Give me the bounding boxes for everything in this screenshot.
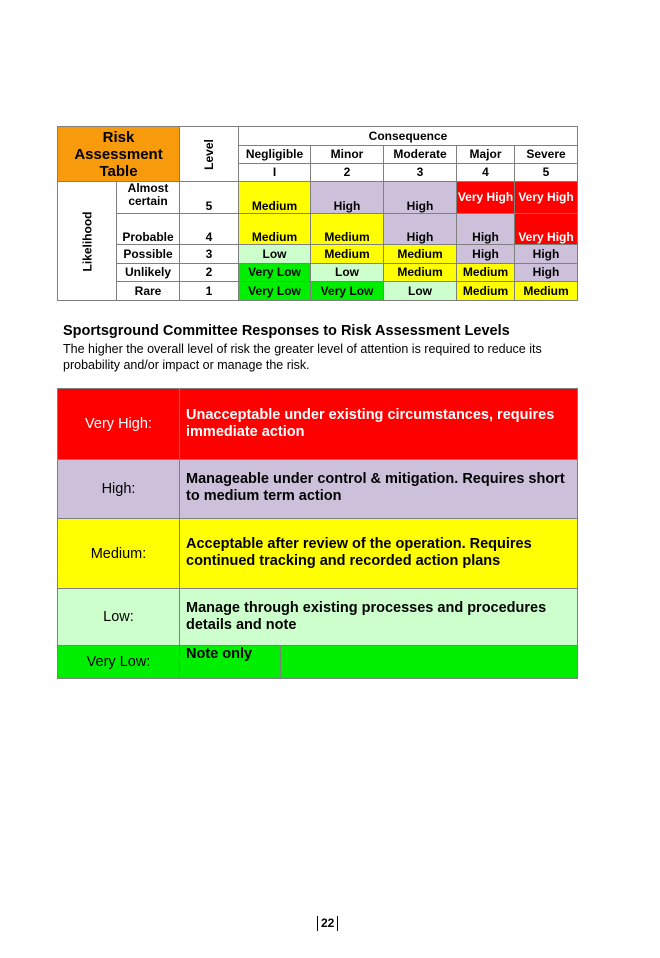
likelihood-level: 1 <box>179 281 240 301</box>
consequence-header: Consequence <box>238 126 579 146</box>
response-text: Acceptable after review of the operation… <box>179 518 578 589</box>
empty-cell <box>280 645 578 679</box>
risk-cell: Very Low <box>310 281 385 301</box>
likelihood-header: Likelihood <box>57 181 117 301</box>
risk-cell: High <box>514 244 579 264</box>
risk-cell: High <box>383 181 458 214</box>
risk-assessment-matrix: Risk Assessment Table Level Consequence … <box>56 126 579 301</box>
likelihood-label: Probable <box>115 213 181 245</box>
response-text: Note only <box>179 645 281 679</box>
likelihood-label: Almost certain <box>115 181 181 214</box>
consequence-moderate: Moderate <box>383 145 458 164</box>
risk-cell: High <box>456 213 516 245</box>
risk-cell: Medium <box>456 263 516 282</box>
risk-cell: Medium <box>310 213 385 245</box>
likelihood-level: 5 <box>179 181 240 214</box>
response-level: Low: <box>57 588 180 646</box>
response-row-very-low: Very Low: Note only <box>57 645 578 679</box>
likelihood-label: Unlikely <box>115 263 181 282</box>
response-level: Very High: <box>57 388 180 460</box>
response-row-high: High: Manageable under control & mitigat… <box>57 459 578 519</box>
consequence-level: 3 <box>383 163 458 182</box>
risk-cell: High <box>514 263 579 282</box>
risk-cell: Low <box>238 244 312 264</box>
risk-cell: Very High <box>514 181 579 214</box>
risk-cell: Medium <box>238 181 312 214</box>
response-text: Manage through existing processes and pr… <box>179 588 578 646</box>
risk-cell: Low <box>310 263 385 282</box>
consequence-minor: Minor <box>310 145 385 164</box>
consequence-level: 2 <box>310 163 385 182</box>
likelihood-level: 4 <box>179 213 240 245</box>
consequence-major: Major <box>456 145 516 164</box>
risk-cell: Very Low <box>238 263 312 282</box>
risk-cell: Very High <box>456 181 516 214</box>
risk-cell: High <box>383 213 458 245</box>
consequence-level: 4 <box>456 163 516 182</box>
risk-cell: Medium <box>383 244 458 264</box>
likelihood-label: Possible <box>115 244 181 264</box>
consequence-level: 5 <box>514 163 579 182</box>
risk-cell: Medium <box>514 281 579 301</box>
consequence-level: I <box>238 163 312 182</box>
risk-cell: Very High <box>514 213 579 245</box>
response-text: Manageable under control & mitigation. R… <box>179 459 578 519</box>
response-level: Medium: <box>57 518 180 589</box>
risk-cell: Low <box>383 281 458 301</box>
response-row-medium: Medium: Acceptable after review of the o… <box>57 518 578 589</box>
consequence-severe: Severe <box>514 145 579 164</box>
consequence-negligible: Negligible <box>238 145 312 164</box>
risk-cell: High <box>310 181 385 214</box>
risk-responses-table: Very High: Unacceptable under existing c… <box>57 388 578 679</box>
risk-cell: Very Low <box>238 281 312 301</box>
matrix-title: Risk Assessment Table <box>56 126 181 182</box>
likelihood-level: 2 <box>179 263 240 282</box>
risk-cell: High <box>456 244 516 264</box>
response-row-very-high: Very High: Unacceptable under existing c… <box>57 388 578 460</box>
risk-cell: Medium <box>310 244 385 264</box>
page-number: 22 <box>317 916 339 931</box>
response-level: Very Low: <box>57 645 180 679</box>
likelihood-label: Rare <box>115 281 181 301</box>
risk-cell: Medium <box>383 263 458 282</box>
risk-cell: Medium <box>456 281 516 301</box>
response-row-low: Low: Manage through existing processes a… <box>57 588 578 646</box>
section-description: The higher the overall level of risk the… <box>63 342 542 372</box>
risk-cell: Medium <box>238 213 312 245</box>
section-title: Sportsground Committee Responses to Risk… <box>63 323 510 339</box>
level-header: Level <box>179 126 240 182</box>
response-text: Unacceptable under existing circumstance… <box>179 388 578 460</box>
response-level: High: <box>57 459 180 519</box>
likelihood-level: 3 <box>179 244 240 264</box>
